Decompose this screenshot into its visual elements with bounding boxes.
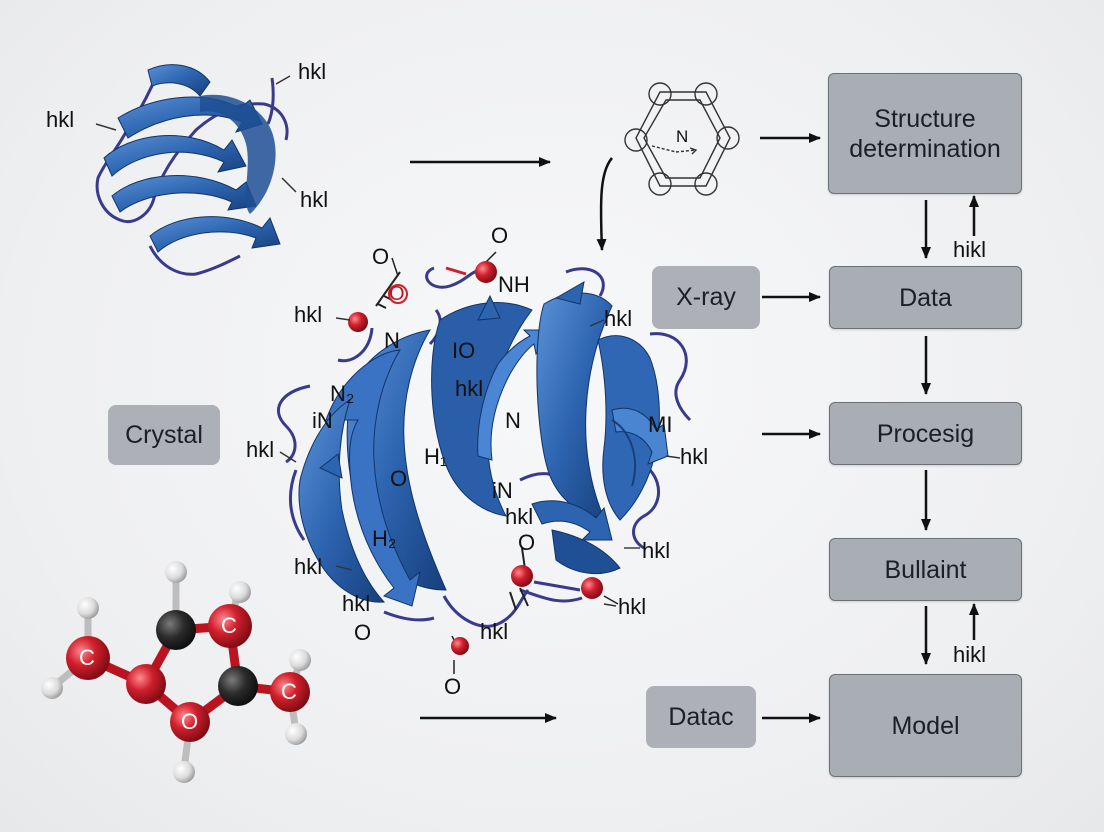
protein-label-n-center: N — [505, 410, 521, 432]
atom-label-c-top: C — [221, 615, 237, 637]
protein-label-hkl-center: hkl — [505, 506, 533, 528]
processing-box[interactable]: Procesig — [829, 402, 1022, 465]
protein-label-o-small: O — [372, 246, 389, 268]
protein-label-hkl-right: hkl — [680, 446, 708, 468]
protein-label-hkl-bottom-left: hkl — [342, 593, 370, 615]
struct-data-arrow-label: hikl — [953, 239, 986, 261]
molecule-model — [41, 561, 311, 783]
protein-label-o-ring: O — [389, 284, 405, 304]
protein-label-n-left: N — [384, 330, 400, 352]
protein-label-n2: N₂ — [330, 383, 354, 405]
data-box[interactable]: Data — [829, 266, 1022, 329]
structure-label-line1: Structure — [849, 104, 1000, 134]
building-box[interactable]: Bullaint — [829, 538, 1022, 601]
small-protein — [96, 65, 296, 275]
arrow-ring-down — [601, 158, 612, 250]
protein-label-in-left: iN — [312, 410, 333, 432]
protein-label-o-bottom: O — [444, 676, 461, 698]
model-box[interactable]: Model — [829, 674, 1022, 777]
structure-determination-box[interactable]: Structure determination — [828, 73, 1022, 194]
small-protein-label-right: hkl — [300, 189, 328, 211]
atom-label-c-left: C — [79, 647, 95, 669]
protein-label-hkl-lower-left: hkl — [294, 556, 322, 578]
protein-label-o-center: O — [390, 468, 407, 490]
protein-label-hkl-red-end: hkl — [618, 596, 646, 618]
protein-label-io: IO — [452, 340, 475, 362]
atom-label-o-bottom: O — [181, 711, 198, 733]
protein-label-h2: H₂ — [372, 528, 396, 550]
structure-label-line2: determination — [849, 134, 1000, 164]
crystal-chip[interactable]: Crystal — [108, 405, 220, 465]
protein-label-hkl-lower-right: hkl — [642, 540, 670, 562]
protein-label-hkl-right-top: hkl — [604, 308, 632, 330]
atom-label-c-right: C — [281, 681, 297, 703]
protein-label-hkl-bottom: hkl — [480, 621, 508, 643]
build-model-arrow-label: hikl — [953, 644, 986, 666]
protein-label-hkl-top-left: hkl — [294, 304, 322, 326]
small-protein-label-top: hkl — [298, 61, 326, 83]
protein-label-h1: H₁ — [424, 446, 447, 468]
protein-label-nh: NH — [498, 274, 530, 296]
xray-chip[interactable]: X-ray — [652, 266, 760, 329]
ring-center-label: N — [676, 128, 688, 145]
datac-chip[interactable]: Datac — [646, 686, 756, 748]
small-protein-label-left: hkl — [46, 109, 74, 131]
protein-label-o-lower-center: O — [518, 532, 535, 554]
protein-label-o-bottom-left: O — [354, 622, 371, 644]
protein-label-top-o: O — [491, 225, 508, 247]
protein-label-hkl-left: hkl — [246, 439, 274, 461]
protein-label-mi: MI — [648, 414, 672, 436]
protein-label-in-center: iN — [492, 480, 513, 502]
protein-label-hkl-inner: hkl — [455, 378, 483, 400]
